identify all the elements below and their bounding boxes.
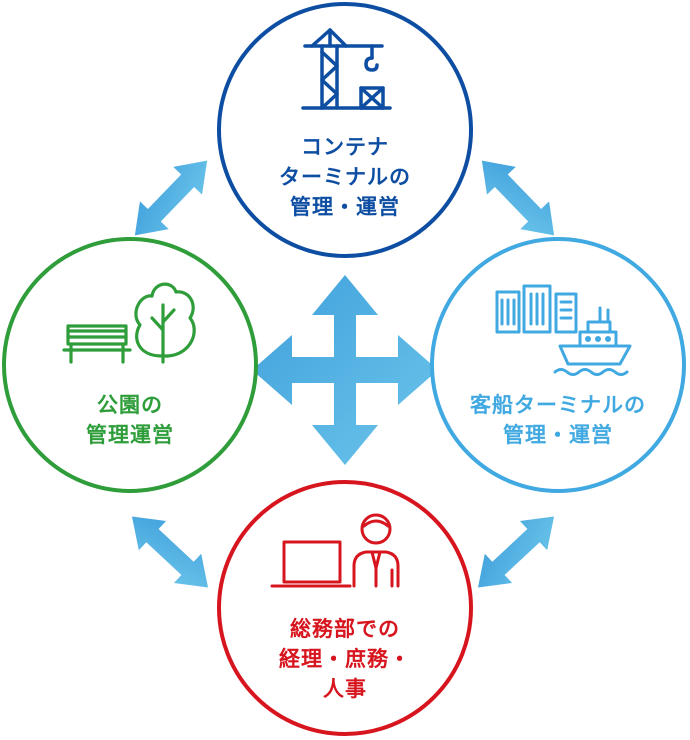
crane-icon bbox=[301, 28, 392, 110]
general-label-line-2: 経理・庶務・ bbox=[279, 647, 411, 671]
arrow-container-cruise bbox=[481, 160, 555, 236]
park-bench-tree-icon bbox=[62, 282, 196, 364]
node-general-affairs: 総務部での 経理・庶務・ 人事 bbox=[217, 480, 473, 736]
ship-city-icon bbox=[495, 284, 632, 376]
park-label-line-2: 管理運営 bbox=[86, 423, 174, 447]
cruise-label-line-2: 管理・運営 bbox=[503, 423, 613, 447]
general-label-line-1: 総務部での bbox=[290, 617, 400, 641]
container-label-line-3: 管理・運営 bbox=[290, 195, 400, 219]
cruise-label-line-1: 客船ターミナルの bbox=[470, 393, 646, 417]
general-label-line-3: 人事 bbox=[323, 677, 367, 701]
node-cruise-terminal: 客船ターミナルの 管理・運営 bbox=[430, 237, 686, 493]
arrow-general-cruise bbox=[477, 516, 555, 588]
arrow-container-park bbox=[134, 160, 208, 236]
container-label-line-1: コンテナ bbox=[301, 135, 389, 159]
park-label-line-1: 公園の bbox=[97, 393, 163, 417]
node-container-terminal: コンテナ ターミナルの 管理・運営 bbox=[217, 2, 473, 258]
office-worker-icon bbox=[270, 513, 400, 588]
center-cross-arrow bbox=[252, 275, 438, 465]
node-park: 公園の 管理運営 bbox=[2, 237, 258, 493]
arrow-park-general bbox=[131, 516, 209, 588]
container-label-line-2: ターミナルの bbox=[279, 165, 411, 189]
